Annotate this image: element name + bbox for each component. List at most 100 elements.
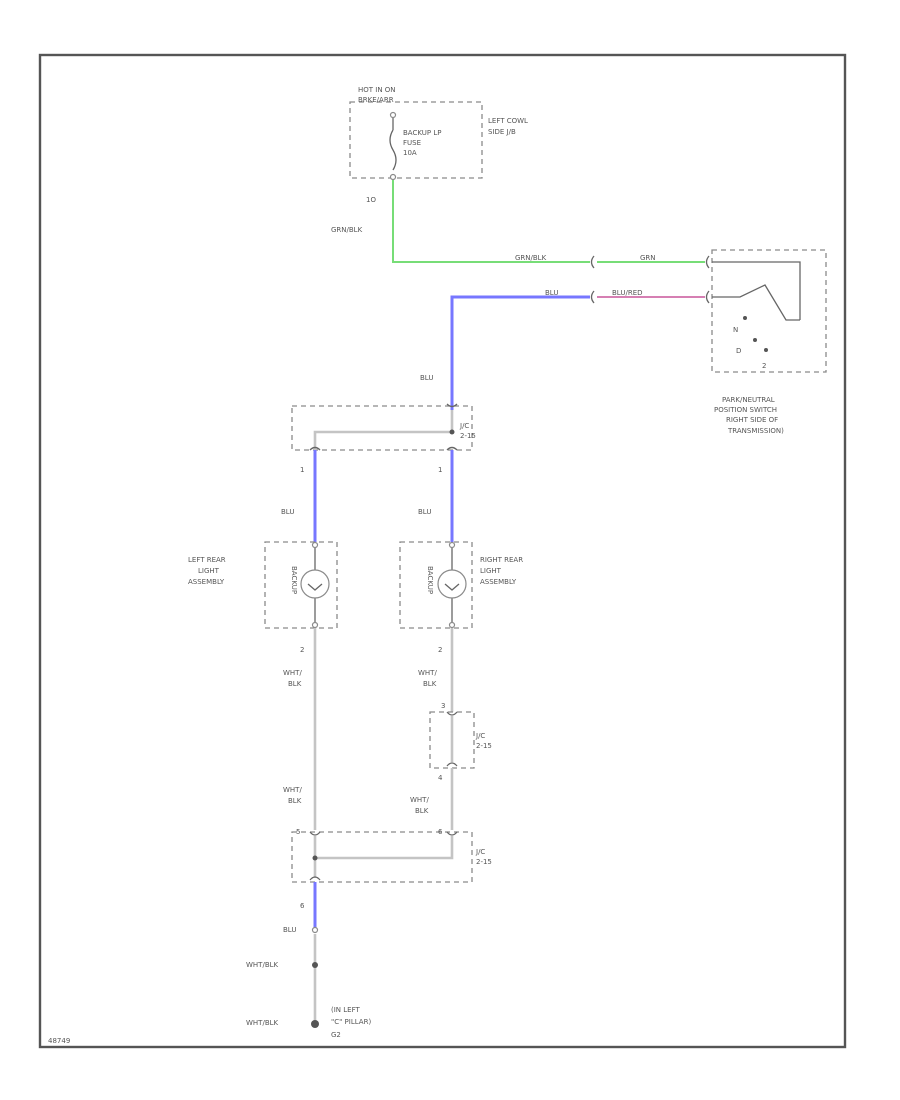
ground-label-3: G2 bbox=[331, 1031, 341, 1039]
top-jc-pin-right-icon bbox=[446, 446, 458, 451]
top-jc-name: J/C bbox=[459, 422, 469, 430]
top-jc-pin-left: 1 bbox=[300, 466, 304, 474]
mid-jc-name: J/C bbox=[475, 732, 485, 740]
fuse-pin-top bbox=[389, 111, 397, 119]
right-lamp-out-pin: 2 bbox=[438, 646, 442, 654]
switch-pos-2: 2 bbox=[762, 362, 766, 370]
left-lamp-wire-in: BLU bbox=[281, 508, 294, 516]
left-lamp-out-pin: 2 bbox=[300, 646, 304, 654]
ground-point bbox=[311, 1020, 319, 1028]
bottom-jc-pin-right-icon bbox=[446, 831, 458, 836]
mid-jc-pin-bottom: 4 bbox=[438, 774, 443, 782]
left-lamp-outline bbox=[264, 541, 338, 629]
connector-c1-icon bbox=[590, 255, 595, 269]
switch-name-3: RIGHT SIDE OF bbox=[726, 416, 778, 424]
top-jc-pin-left-icon bbox=[309, 446, 321, 451]
mid-jc-pin-top: 3 bbox=[441, 702, 445, 710]
switch-pin-top-icon bbox=[705, 255, 710, 269]
mid-jc-pin-bottom-icon bbox=[446, 762, 458, 767]
wire-switch-in-color-label: GRN bbox=[640, 254, 656, 262]
bottom-jc-pin-out-icon bbox=[309, 876, 321, 881]
bottom-jc-bus bbox=[313, 836, 454, 878]
right-lamp-wire-out-1: WHT/ bbox=[418, 669, 437, 677]
left-lamp-pin-bottom bbox=[311, 621, 319, 629]
right-lamp-name-1: RIGHT REAR bbox=[480, 556, 523, 564]
fuse-label-3: 10A bbox=[403, 149, 417, 157]
ground-label-1: (IN LEFT bbox=[331, 1006, 360, 1014]
left-lamp-name-3: ASSEMBLY bbox=[188, 578, 225, 586]
ground-wire-lower: WHT/BLK bbox=[246, 1019, 279, 1027]
left-lamp-bulb-icon bbox=[300, 569, 330, 599]
right-lamp-pin-top bbox=[448, 541, 456, 549]
bottom-jc-code: 2-15 bbox=[476, 858, 492, 866]
fuse-label-2: FUSE bbox=[403, 139, 421, 147]
top-jc-splice bbox=[449, 429, 455, 435]
wire-to-switch-color-label: GRN/BLK bbox=[515, 254, 547, 262]
switch-outline bbox=[711, 249, 827, 373]
switch-pos-d: D bbox=[736, 347, 741, 355]
fuse-box-title-2: BRKE/ARR bbox=[358, 96, 394, 104]
switch-blade-icon bbox=[712, 284, 800, 321]
switch-contact-1 bbox=[743, 316, 747, 320]
fuse-label-1: BACKUP LP bbox=[403, 129, 441, 137]
bottom-jc-pin-left: 5 bbox=[296, 828, 300, 836]
fuse-pin-bottom bbox=[389, 173, 397, 181]
ground-splice bbox=[312, 962, 318, 968]
lower-left-wire-2: BLK bbox=[288, 797, 302, 805]
wire-switch-out-color-label: BLU/RED bbox=[612, 289, 643, 297]
diagram-frame bbox=[38, 53, 847, 1049]
switch-contact-2 bbox=[753, 338, 757, 342]
mid-jc-pin-top-icon bbox=[446, 711, 458, 716]
fuse-box-location-2: SIDE J/B bbox=[488, 128, 516, 136]
switch-pin-bottom-icon bbox=[705, 290, 710, 304]
right-rear-light: BACKUP RIGHT REAR LIGHT ASSEMBLY bbox=[399, 541, 523, 629]
top-jc-code: 2-15 bbox=[460, 432, 476, 440]
top-junction-connector: J/C 2-15 1 1 bbox=[291, 403, 476, 474]
right-lamp-bulb-icon bbox=[437, 569, 467, 599]
switch-name-1: PARK/NEUTRAL bbox=[722, 396, 775, 404]
bottom-jc-name: J/C bbox=[475, 848, 485, 856]
wire-grn-blk-fuse bbox=[392, 180, 590, 263]
wire-blu-main bbox=[450, 295, 590, 410]
switch-internal-wire bbox=[712, 261, 801, 320]
top-jc-bus bbox=[313, 410, 454, 450]
ground-label-2: "C" PILLAR) bbox=[331, 1018, 371, 1026]
bottom-jc-splice bbox=[312, 855, 318, 861]
fuse-pin-label: 1O bbox=[366, 196, 376, 204]
fuse-box: HOT IN ON BRKE/ARR LEFT COWL SIDE J/B BA… bbox=[349, 86, 528, 204]
fuse-box-title-1: HOT IN ON bbox=[358, 86, 396, 94]
switch-name-4: TRANSMISSION) bbox=[727, 427, 784, 435]
ground-connector-icon bbox=[311, 926, 319, 934]
right-lamp-wire-out-2: BLK bbox=[423, 680, 437, 688]
lower-left-wire-1: WHT/ bbox=[283, 786, 302, 794]
bottom-junction-connector: J/C 2-15 5 6 bbox=[291, 828, 492, 883]
left-lamp-wire-out-1: WHT/ bbox=[283, 669, 302, 677]
lower-right-wire-2: BLK bbox=[415, 807, 429, 815]
switch-contact-3 bbox=[764, 348, 768, 352]
right-lamp-name-3: ASSEMBLY bbox=[480, 578, 517, 586]
bottom-jc-outline bbox=[291, 831, 473, 883]
connector-c2-icon bbox=[590, 290, 595, 304]
left-lamp-inner-label: BACKUP bbox=[290, 566, 298, 594]
wire-vertical-blu-label: BLU bbox=[420, 374, 433, 382]
wire-switch-return-color-label: BLU bbox=[545, 289, 558, 297]
right-lamp-outline bbox=[399, 541, 473, 629]
lower-right-wire-1: WHT/ bbox=[410, 796, 429, 804]
left-lamp-name-1: LEFT REAR bbox=[188, 556, 226, 564]
right-lamp-name-2: LIGHT bbox=[480, 567, 502, 575]
switch-pos-n: N bbox=[733, 326, 738, 334]
park-neutral-switch: N D 2 PARK/NEUTRAL POSITION SWITCH RIGHT… bbox=[711, 249, 827, 435]
wire-fuse-color-label: GRN/BLK bbox=[331, 226, 363, 234]
switch-name-2: POSITION SWITCH bbox=[714, 406, 777, 414]
left-rear-light: BACKUP LEFT REAR LIGHT ASSEMBLY bbox=[188, 541, 338, 629]
top-jc-outline bbox=[291, 405, 473, 451]
right-lamp-pin-bottom bbox=[448, 621, 456, 629]
right-lamp-wire-in: BLU bbox=[418, 508, 431, 516]
ground-out-pin: 6 bbox=[300, 902, 305, 910]
mid-jc-code: 2-15 bbox=[476, 742, 492, 750]
ground-wire-blu: BLU bbox=[283, 926, 296, 934]
left-lamp-wire-out-2: BLK bbox=[288, 680, 302, 688]
top-jc-pin-right: 1 bbox=[438, 466, 442, 474]
right-lamp-inner-label: BACKUP bbox=[426, 566, 434, 594]
